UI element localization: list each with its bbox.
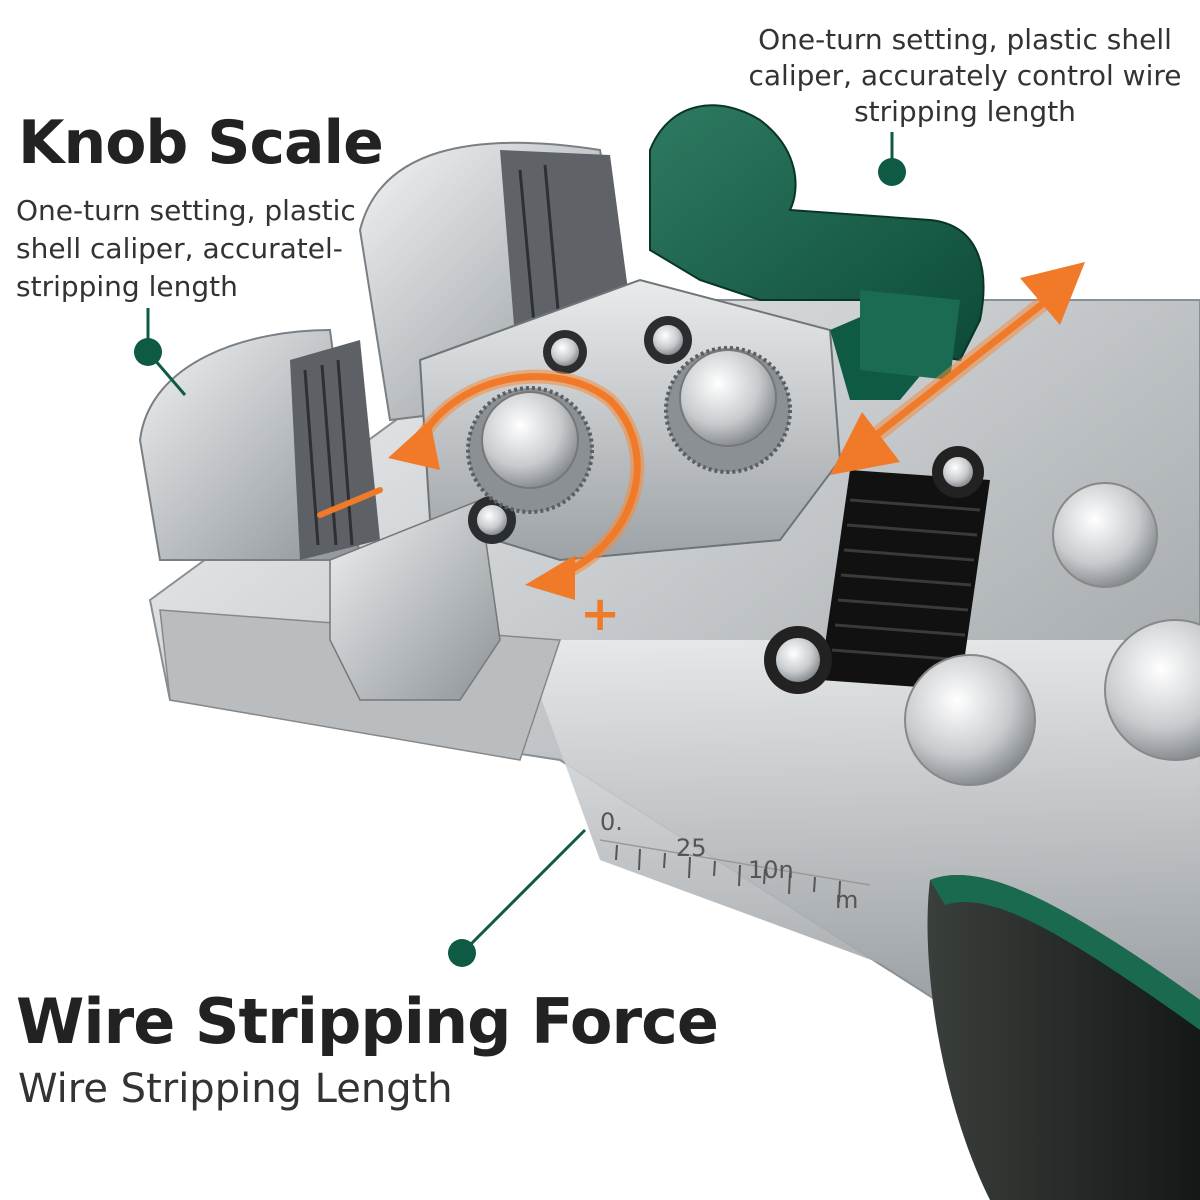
scale-mark-0: 0. xyxy=(600,808,623,836)
scale-mark-25: 25 xyxy=(676,834,707,862)
scale-mark-unit: m xyxy=(835,886,858,914)
caliper-description: One-turn setting, plastic shell caliper,… xyxy=(740,22,1190,130)
wire-stripping-force-title: Wire Stripping Force xyxy=(16,985,719,1058)
caliper-desc-line-1: One-turn setting, plastic shell xyxy=(758,23,1172,56)
knob-callout-dot-icon xyxy=(134,338,162,366)
knob-desc-line-2: shell caliper, accuratel- xyxy=(16,232,343,265)
rotation-plus-symbol: + xyxy=(580,586,620,642)
caliper-callout-dot-icon xyxy=(878,158,906,186)
wire-stripping-length-subtitle: Wire Stripping Length xyxy=(18,1066,453,1112)
double-arrow-icon xyxy=(830,262,1085,475)
scale-callout-dot-icon xyxy=(448,939,476,967)
knob-desc-line-1: One-turn setting, plastic xyxy=(16,194,356,227)
knob-desc-line-3: stripping length xyxy=(16,270,238,303)
caliper-desc-line-2: caliper, accurately control wire xyxy=(748,59,1182,92)
knob-scale-title: Knob Scale xyxy=(18,108,384,178)
scale-mark-10: 10n xyxy=(748,856,794,884)
rotate-arrow-icon xyxy=(317,369,645,600)
scale-ticks xyxy=(615,844,841,903)
knob-scale-description: One-turn setting, plastic shell caliper,… xyxy=(16,192,376,306)
caliper-desc-line-3: stripping length xyxy=(854,95,1076,128)
